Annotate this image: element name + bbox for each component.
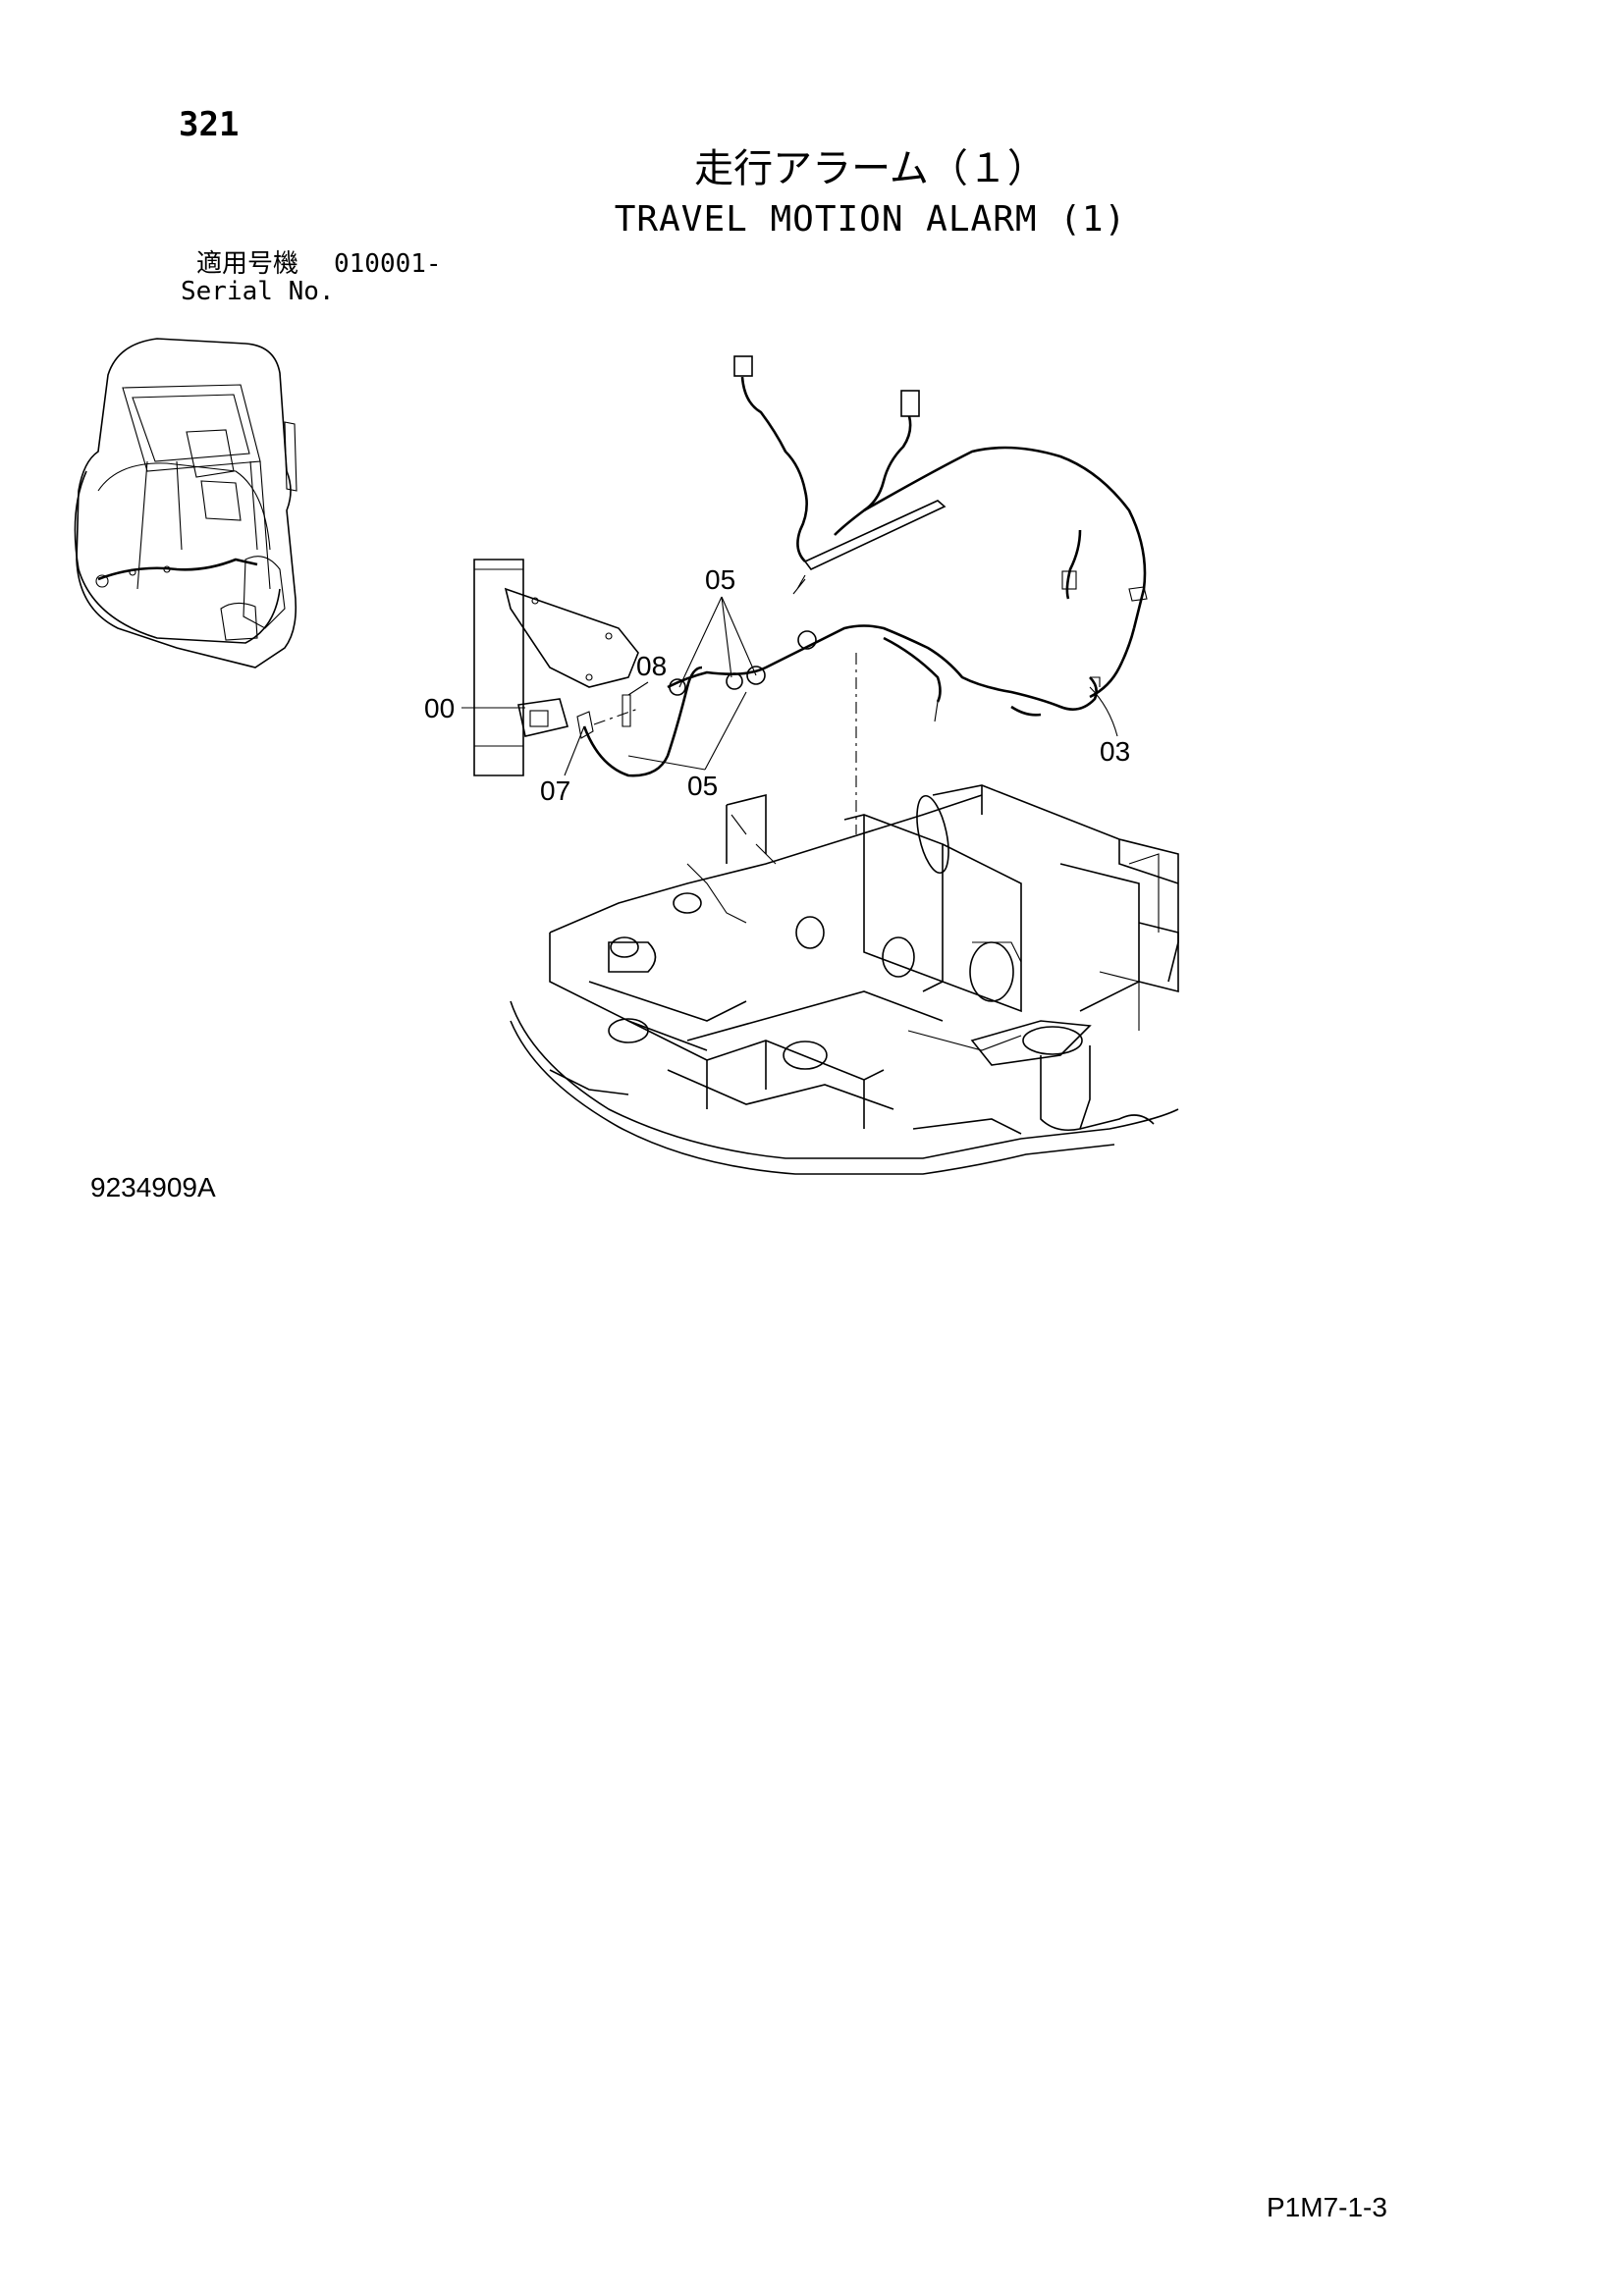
callout-07: 07 <box>540 725 585 806</box>
page-title-english: TRAVEL MOTION ALARM (1) <box>614 199 1127 240</box>
callout-08: 08 <box>627 651 667 696</box>
serial-label-japanese: 適用号機 <box>196 249 299 279</box>
svg-text:00: 00 <box>424 693 455 723</box>
drawing-number: 9234909A <box>90 1172 216 1202</box>
serial-label-english: Serial No. <box>181 277 335 306</box>
bracket-plate-detail <box>473 559 703 777</box>
svg-text:08: 08 <box>636 651 667 681</box>
page-number: 321 <box>179 105 240 144</box>
callout-05-bottom: 05 <box>627 691 747 801</box>
svg-text:07: 07 <box>540 775 570 806</box>
svg-text:05: 05 <box>705 564 735 595</box>
main-harness <box>667 624 1101 722</box>
revolving-frame <box>510 653 1179 1175</box>
callout-05-top: 05 <box>678 564 757 688</box>
page-title-japanese: 走行アラーム（１） <box>694 146 1047 191</box>
serial-number-value: 010001- <box>334 249 442 279</box>
svg-text:05: 05 <box>687 771 718 801</box>
callout-03: 03 <box>1089 686 1130 767</box>
page-code: P1M7-1-3 <box>1267 2192 1387 2222</box>
callout-00: 00 <box>424 693 525 723</box>
alarm-harness <box>733 355 1148 699</box>
parts-diagram: 05 08 00 07 05 03 <box>74 338 1179 1175</box>
cab-location-inset <box>74 338 298 668</box>
svg-text:03: 03 <box>1100 736 1130 767</box>
